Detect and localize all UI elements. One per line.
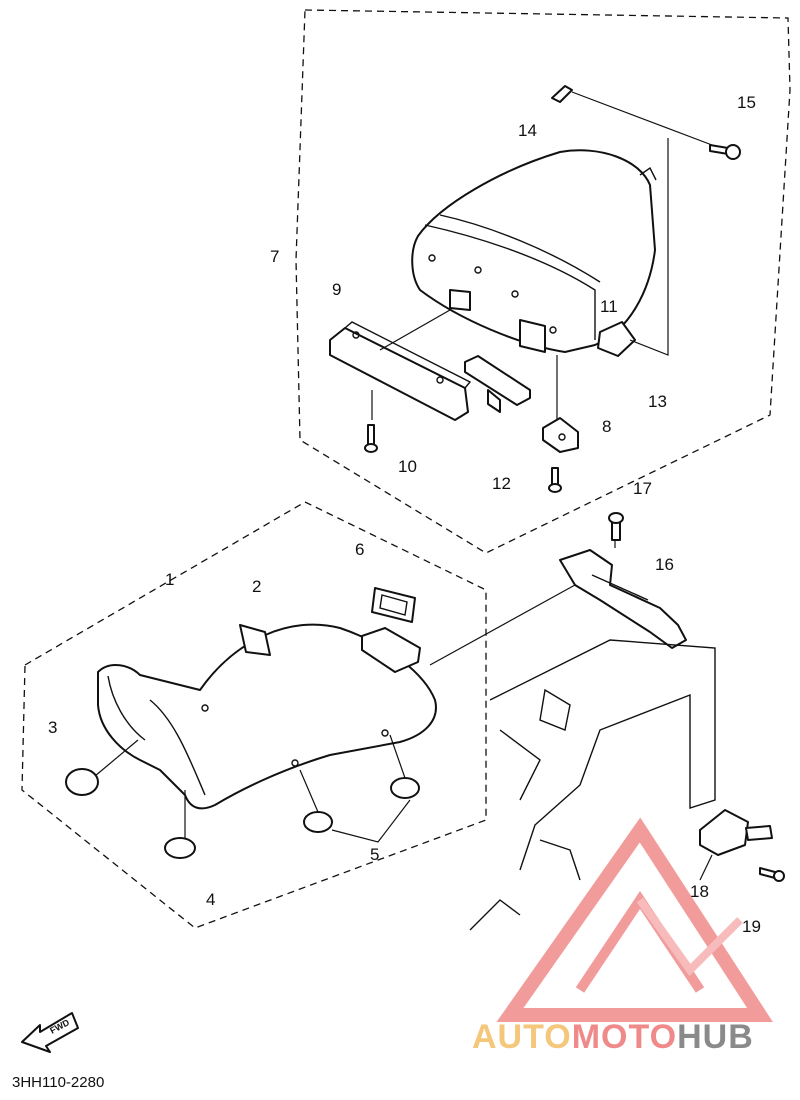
side-bracket-13: [597, 321, 636, 357]
callout-10: 10: [398, 457, 417, 476]
fwd-arrow-icon: FWD: [21, 1012, 79, 1053]
callout-19: 19: [742, 917, 761, 936]
bolt-17: [608, 512, 624, 541]
callout-11: 11: [600, 297, 618, 316]
damper-3: [65, 739, 139, 796]
bolt-12: [548, 467, 562, 493]
callout-4: 4: [206, 890, 215, 909]
diagram-code: 3HH110-2280: [12, 1074, 105, 1091]
seat-hook-2: [239, 624, 271, 656]
callout-16: 16: [655, 555, 674, 574]
bolt-10: [364, 424, 378, 453]
callout-8: 8: [602, 417, 611, 436]
clip-14: [551, 85, 573, 103]
callout-2: 2: [252, 577, 261, 596]
seat-lock-base-6: [361, 587, 421, 673]
damper-5: [299, 734, 420, 843]
callout-6: 6: [355, 540, 364, 559]
main-seat-group-boundary: [21, 501, 487, 929]
callout-13: 13: [648, 392, 667, 411]
callout-9: 9: [332, 280, 341, 299]
callout-3: 3: [48, 718, 57, 737]
screw-15: [709, 144, 741, 160]
frame-outline: [469, 639, 716, 931]
lock-cable-line: [429, 584, 576, 666]
callout-1: 1: [165, 570, 174, 589]
rear-seat-base-plate: [329, 309, 472, 421]
callout-12: 12: [492, 474, 511, 493]
rear-seat-group-boundary: [295, 9, 791, 554]
leader-7-bracket: [629, 138, 669, 356]
bracket-8: [542, 417, 579, 453]
leader-18: [699, 854, 713, 881]
screw-19: [759, 867, 785, 882]
rear-seat-center-bracket: [464, 355, 531, 413]
callout-15: 15: [737, 93, 756, 112]
damper-4: [164, 790, 196, 859]
callout-5: 5: [370, 845, 379, 864]
rear-seat-cushion: [411, 149, 657, 353]
seat-lock-assembly-16: [559, 520, 687, 649]
watermark-logo: [496, 817, 773, 1022]
callout-14: 14: [518, 121, 537, 140]
key-lock-18: [699, 809, 773, 856]
callout-7: 7: [270, 247, 279, 266]
callout-17: 17: [633, 479, 652, 498]
callout-18: 18: [690, 882, 709, 901]
watermark-text: AUTOMOTOHUB: [472, 1018, 754, 1056]
leader-14-15: [571, 91, 713, 146]
